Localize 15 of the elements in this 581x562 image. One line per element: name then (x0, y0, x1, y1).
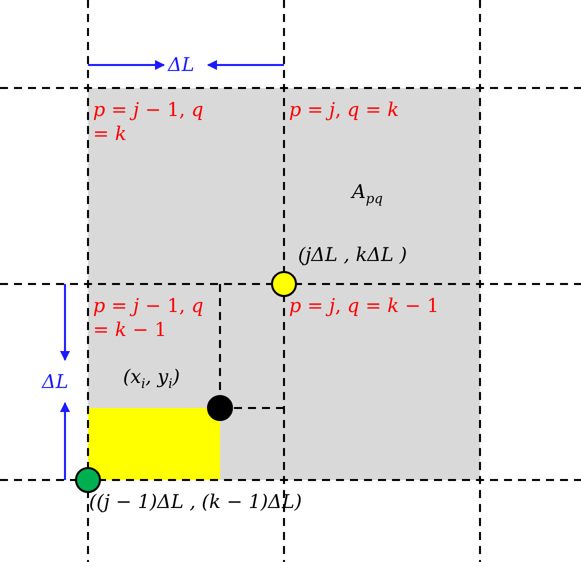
point-marker (75, 467, 101, 493)
point-marker (207, 395, 233, 421)
coordinate-label: (x$_{i}$, y$_{i}$) (123, 365, 180, 394)
highlighted-area (88, 408, 220, 480)
grid-cell (88, 88, 284, 284)
cell-label: p = j − 1, q = k (93, 98, 204, 146)
coordinate-label: ((j − 1)ΔL , (k − 1)ΔL) (89, 490, 302, 514)
cell-label: p = j, q = k − 1 (289, 294, 439, 318)
grid-cell (284, 284, 480, 480)
cell-label: p = j − 1, q = k − 1 (93, 294, 204, 342)
area-label: A$_{pq}$ (352, 180, 383, 209)
cell-label: p = j, q = k (289, 98, 400, 122)
grid-cell (88, 284, 284, 480)
grid-cell (284, 88, 480, 284)
coordinate-label: (jΔL , kΔL ) (298, 243, 408, 267)
